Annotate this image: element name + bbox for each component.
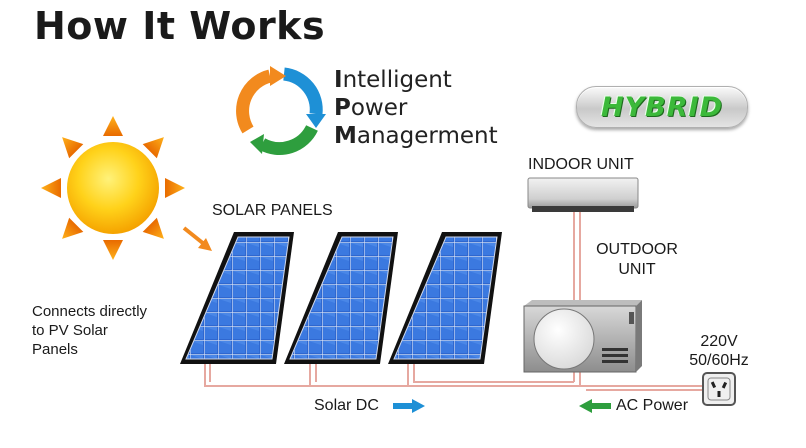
sun-icon	[41, 116, 185, 260]
power-socket-icon	[702, 372, 736, 406]
solar-panel-icon	[180, 231, 503, 365]
ac-power-label: AC Power	[616, 397, 689, 414]
solar-dc-arrow-icon	[393, 399, 425, 413]
indoor-unit-icon	[527, 177, 639, 212]
connects-text: Connects directly to PV Solar Panels	[32, 303, 148, 358]
outdoor-unit-label: OUTDOOR UNIT	[596, 241, 678, 278]
hybrid-badge: HYBRID	[576, 86, 748, 128]
sunlight-arrow	[182, 226, 212, 251]
cycle-icon	[236, 66, 326, 156]
power-spec-label: 220V 50/60Hz	[689, 333, 749, 369]
outdoor-unit-icon	[523, 300, 642, 373]
solar-dc-label: Solar DC	[314, 397, 379, 414]
solar-panels-label: SOLAR PANELS	[212, 202, 333, 219]
page-title: How It Works	[34, 4, 326, 48]
indoor-unit-label: INDOOR UNIT	[528, 156, 634, 173]
ac-power-arrow-icon	[579, 399, 611, 413]
ipm-text: Intelligent Power Managerment	[334, 67, 498, 149]
